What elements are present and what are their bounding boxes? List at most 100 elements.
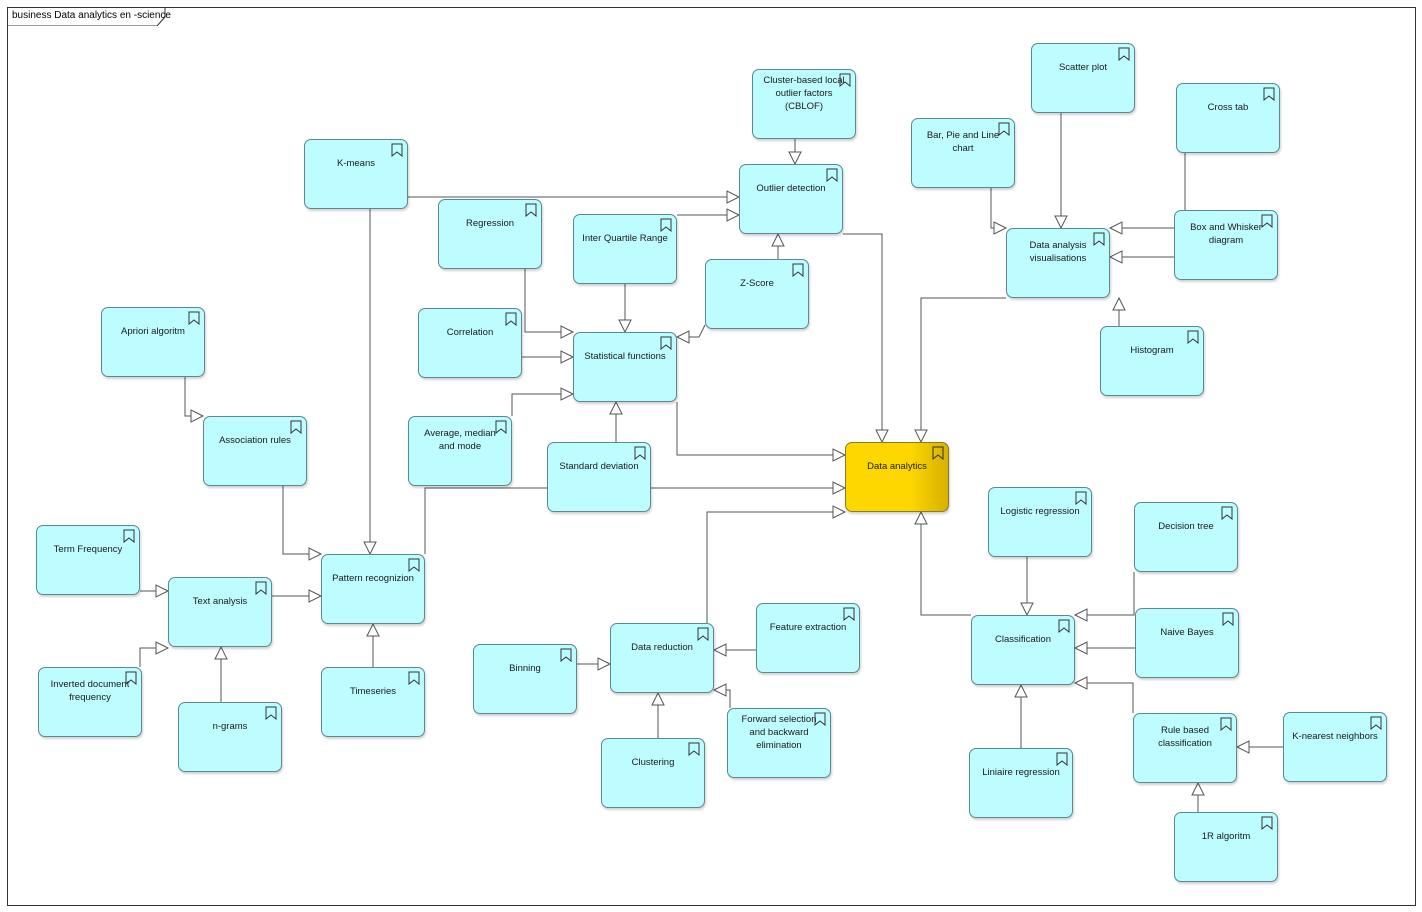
node-cblof[interactable]: Cluster-based local outlier factors (CBL… [752, 69, 856, 139]
bookmark-icon [265, 706, 277, 720]
connector-line [843, 233, 883, 430]
node-average-median-mode[interactable]: Average, median and mode [408, 416, 512, 486]
connector-line [139, 647, 156, 667]
connector-line [424, 487, 833, 554]
arrowhead-triangle [1191, 781, 1205, 796]
node-naive-bayes[interactable]: Naive Bayes [1135, 608, 1239, 678]
connector-forward-selection-to-data-reduction [712, 683, 731, 708]
node-label: Inverted document frequency [50, 679, 130, 703]
node-n-grams[interactable]: n-grams [178, 702, 282, 772]
bookmark-icon [125, 671, 137, 685]
node-label: Z-Score [740, 277, 774, 289]
connector-line [920, 297, 1006, 430]
connector-iqr-to-statistical-functions [618, 284, 632, 334]
arrowhead-triangle [651, 691, 665, 706]
bookmark-icon [932, 446, 944, 460]
node-label: Outlier detection [756, 182, 826, 194]
node-label: Correlation [446, 326, 494, 338]
connector-line [920, 524, 971, 616]
bookmark-icon [188, 311, 200, 325]
connector-n-grams-to-text-analysis [214, 645, 228, 702]
arrowhead-triangle [788, 151, 802, 166]
node-z-score[interactable]: Z-Score [705, 259, 809, 329]
arrowhead-triangle [675, 330, 690, 344]
arrowhead-triangle [363, 541, 377, 556]
node-feature-extraction[interactable]: Feature extraction [756, 603, 860, 673]
connector-decision-tree-to-classification [1073, 572, 1135, 622]
node-label: Cluster-based local outlier factors (CBL… [763, 74, 845, 112]
node-cross-tab[interactable]: Cross tab [1176, 83, 1280, 153]
node-label: Logistic regression [1000, 505, 1080, 517]
node-box-whisker[interactable]: Box and Whisker diagram [1174, 210, 1278, 280]
node-data-reduction[interactable]: Data reduction [610, 623, 714, 693]
node-statistical-functions[interactable]: Statistical functions [573, 332, 677, 402]
bookmark-icon [1187, 330, 1199, 344]
node-outlier-detection[interactable]: Outlier detection [739, 164, 843, 234]
node-bar-pie-line[interactable]: Bar, Pie and Line chart [911, 118, 1015, 188]
arrowhead-triangle [832, 481, 847, 495]
node-label: Standard deviation [559, 460, 639, 472]
node-label: Apriori algoritm [121, 325, 185, 337]
node-label: n-grams [212, 720, 248, 732]
node-regression[interactable]: Regression [438, 199, 542, 269]
node-association-rules[interactable]: Association rules [203, 416, 307, 486]
node-scatter-plot[interactable]: Scatter plot [1031, 43, 1135, 113]
arrowhead-triangle [308, 547, 323, 561]
bookmark-icon [826, 168, 838, 182]
node-k-means[interactable]: K-means [304, 139, 408, 209]
diagram-title: business Data analytics en -science [12, 10, 171, 21]
node-label: Statistical functions [584, 350, 666, 362]
node-rule-based-classification[interactable]: Rule based classification [1133, 713, 1237, 783]
arrowhead-triangle [560, 325, 575, 339]
node-pattern-recognizion[interactable]: Pattern recognizion [321, 554, 425, 624]
node-label: Regression [465, 217, 515, 229]
node-label: Bar, Pie and Line chart [926, 130, 1000, 154]
connector-line [524, 269, 561, 333]
node-apriori[interactable]: Apriori algoritm [101, 307, 205, 377]
bookmark-icon [697, 627, 709, 641]
node-1r-algoritm[interactable]: 1R algoritm [1174, 812, 1278, 882]
connector-line [726, 689, 731, 708]
connector-term-frequency-to-text-analysis [140, 584, 170, 598]
node-decision-tree[interactable]: Decision tree [1134, 502, 1238, 572]
node-histogram[interactable]: Histogram [1100, 326, 1204, 396]
node-label: K-nearest neighbors [1292, 730, 1378, 742]
bookmark-icon [1118, 47, 1130, 61]
connector-k-means-to-pattern-recognizion [363, 209, 377, 556]
node-standard-deviation[interactable]: Standard deviation [547, 442, 651, 512]
connector-line [1087, 682, 1134, 713]
connector-statistical-functions-to-data-analytics [676, 402, 847, 462]
connector-average-median-mode-to-statistical-functions [511, 387, 575, 416]
node-classification[interactable]: Classification [971, 615, 1075, 685]
node-iqr[interactable]: Inter Quartile Range [573, 214, 677, 284]
arrowhead-triangle [726, 190, 741, 204]
node-forward-selection[interactable]: Forward selection and backward eliminati… [727, 708, 831, 778]
bookmark-icon [525, 203, 537, 217]
connector-k-means-to-outlier-detection [408, 190, 741, 204]
node-correlation[interactable]: Correlation [418, 308, 522, 378]
connector-bar-pie-line-to-data-analysis-vis [990, 188, 1008, 235]
node-data-analytics[interactable]: Data analytics [845, 442, 949, 512]
bookmark-icon [1093, 232, 1105, 246]
node-timeseries[interactable]: Timeseries [321, 667, 425, 737]
node-text-analysis[interactable]: Text analysis [168, 577, 272, 647]
connector-pattern-recognizion-to-data-analytics [424, 481, 847, 554]
arrowhead-triangle [875, 429, 889, 444]
node-liniaire-regression[interactable]: Liniaire regression [969, 748, 1073, 818]
bookmark-icon [1263, 87, 1275, 101]
arrowhead-triangle [771, 232, 785, 247]
node-label: Histogram [1130, 344, 1174, 356]
node-term-frequency[interactable]: Term Frequency [36, 525, 140, 595]
node-logistic-regression[interactable]: Logistic regression [988, 487, 1092, 557]
connector-data-reduction-to-data-analytics [706, 505, 847, 623]
node-k-nearest-neighbors[interactable]: K-nearest neighbors [1283, 712, 1387, 782]
arrowhead-triangle [1073, 641, 1088, 655]
node-clustering[interactable]: Clustering [601, 738, 705, 808]
node-data-analysis-vis[interactable]: Data analysis visualisations [1006, 228, 1110, 298]
arrowhead-triangle [155, 584, 170, 598]
node-binning[interactable]: Binning [473, 644, 577, 714]
connector-standard-deviation-to-statistical-functions [609, 400, 623, 442]
node-inverted-doc-freq[interactable]: Inverted document frequency [38, 667, 142, 737]
bookmark-icon [1075, 491, 1087, 505]
bookmark-icon [505, 312, 517, 326]
